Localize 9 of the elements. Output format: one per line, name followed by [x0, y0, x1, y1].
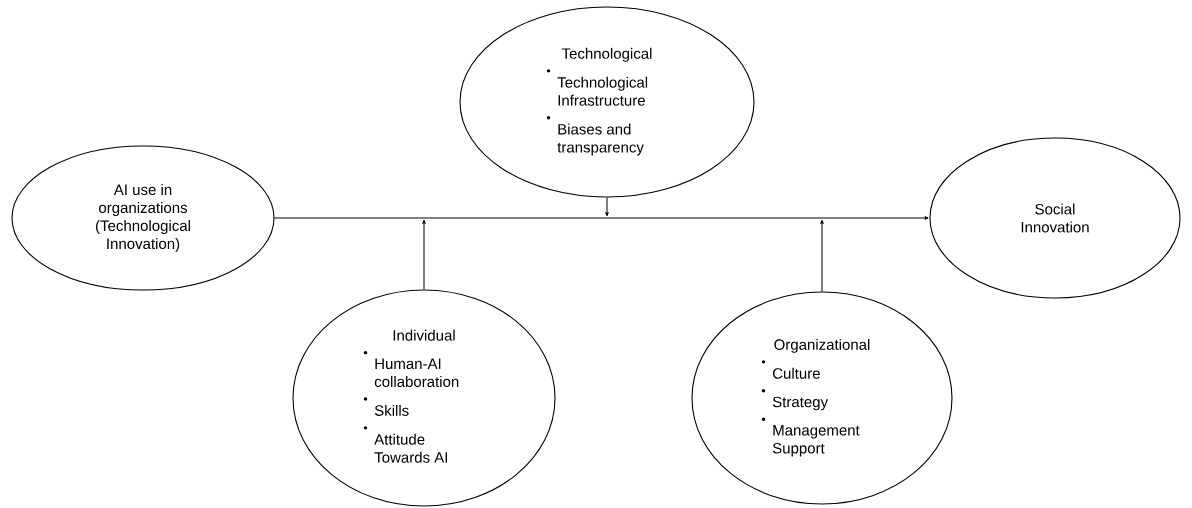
ellipse-node: AI use in organizations (Technological Innovation) [11, 145, 275, 291]
ellipse-node: Social Innovation [929, 137, 1181, 299]
arrow [820, 219, 824, 292]
arrow [605, 197, 609, 217]
arrow [274, 216, 929, 220]
ellipse-node: Organizational Culture Strategy Management Support [691, 291, 953, 505]
ellipse-node: Technological Technological Infrastructure Biases and transparency [459, 6, 755, 198]
arrow [422, 219, 426, 290]
ellipse-node: Individual Human-AI collaboration Skills Attitude Towards AI [292, 289, 556, 507]
